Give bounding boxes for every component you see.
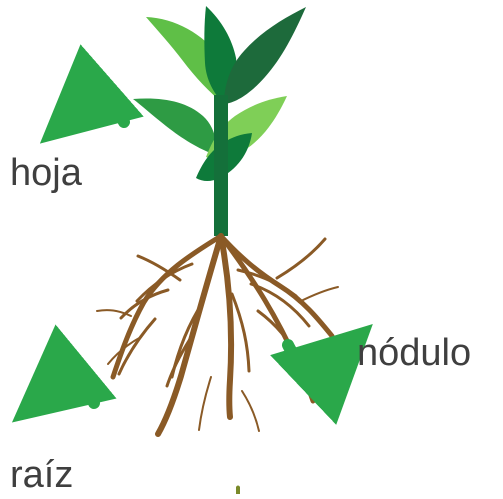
- leaf-right-top: [224, 7, 306, 104]
- leaf-pointer-icon: [76, 103, 124, 122]
- leaf-left-mid: [133, 99, 216, 155]
- label-root: raíz: [10, 456, 73, 494]
- roots: [97, 236, 338, 434]
- root-pointer-icon: [49, 384, 94, 403]
- nodule-pointer-icon: [288, 345, 338, 368]
- label-leaf: hoja: [10, 154, 82, 192]
- label-nodule: nódulo: [357, 334, 471, 372]
- stem: [214, 95, 228, 236]
- bottom-sprout: [236, 486, 240, 495]
